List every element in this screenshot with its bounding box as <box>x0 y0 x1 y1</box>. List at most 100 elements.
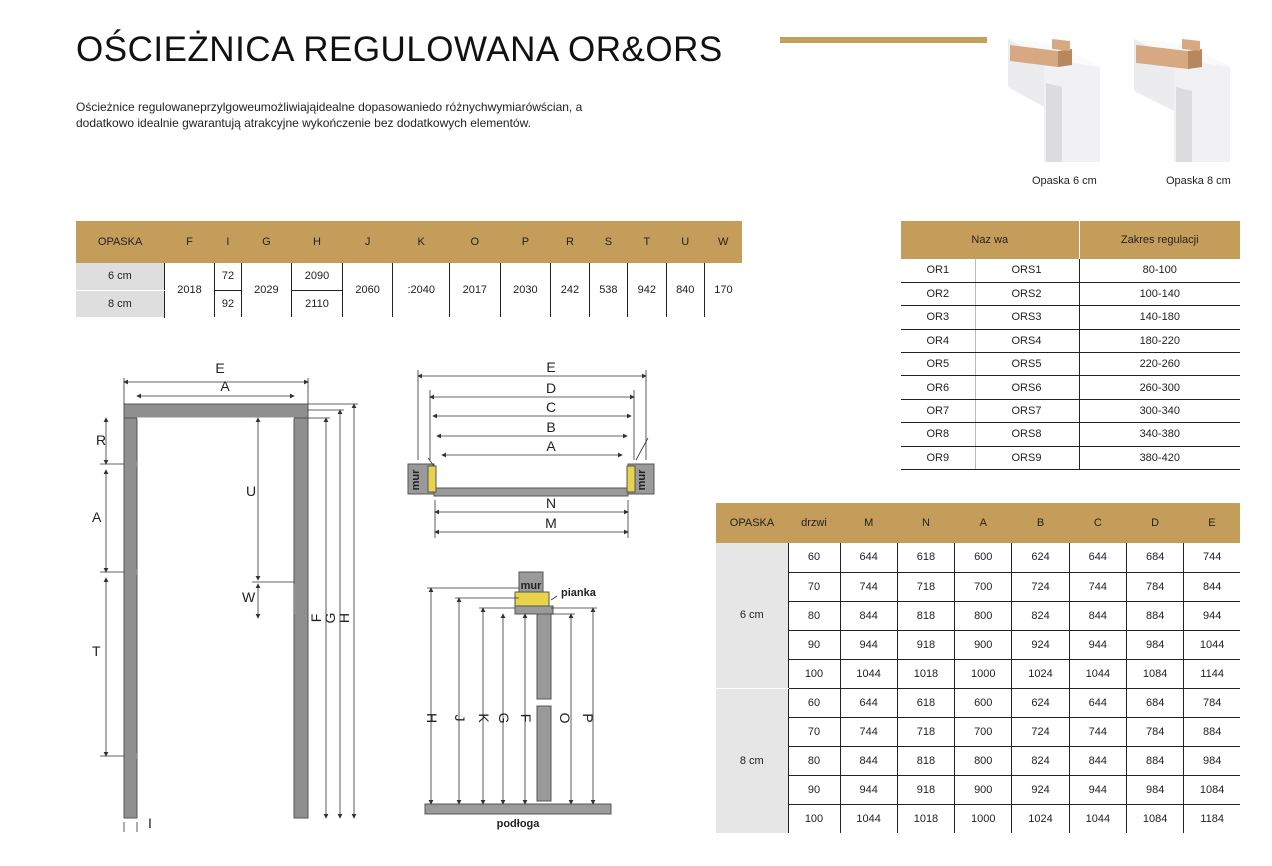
header-cell: O <box>449 221 501 263</box>
cell-or: OR8 <box>901 422 975 447</box>
cell-value: 900 <box>954 630 1012 660</box>
cell-value: 884 <box>1183 717 1240 747</box>
cell-H-8: 2110 <box>291 290 343 317</box>
cell-I-6: 72 <box>214 263 242 291</box>
cell-value: 884 <box>1125 601 1184 631</box>
cell-R: 242 <box>550 263 590 317</box>
cell-value: 618 <box>896 688 955 718</box>
cell-value: 744 <box>1183 543 1240 573</box>
cell-value: 618 <box>896 543 955 573</box>
cell-or: OR4 <box>901 329 975 354</box>
cell-value: 884 <box>1125 746 1184 776</box>
cell-value: 600 <box>954 688 1012 718</box>
cell-value: 924 <box>1011 630 1070 660</box>
cell-ors: ORS3 <box>974 305 1079 330</box>
description-line-2: dodatkowo idealnie gwarantują atrakcyjne… <box>76 116 531 130</box>
header-cell: OPASKA <box>76 221 165 263</box>
cell-ors: ORS9 <box>974 446 1079 471</box>
cell-value: 1000 <box>954 659 1012 689</box>
cell-value: 784 <box>1125 717 1184 747</box>
cell-value: 1184 <box>1183 804 1240 834</box>
header-cell: W <box>704 221 742 263</box>
label-I: I <box>148 815 152 831</box>
dimensions-table: OPASKA F I G H J K O P R S T U W 6 cm 20… <box>76 221 742 318</box>
cell-K: :2040 <box>392 263 450 317</box>
cell-ors: ORS6 <box>974 375 1079 400</box>
label-H: H <box>424 713 440 723</box>
cell-or: OR1 <box>901 259 975 283</box>
cell-value: 1044 <box>1183 630 1240 660</box>
cell-S: 538 <box>588 263 628 317</box>
label-podloga: podłoga <box>497 818 541 830</box>
cell-value: 824 <box>1011 746 1070 776</box>
label-A: A <box>220 378 230 394</box>
header-cell: F <box>164 221 215 263</box>
cell-value: 1044 <box>1068 804 1127 834</box>
header-cell: E <box>1183 503 1240 543</box>
header-cell: OPASKA <box>716 503 788 543</box>
cell-value: 944 <box>1068 775 1127 805</box>
label-R: R <box>96 432 106 448</box>
cell-value: 900 <box>954 775 1012 805</box>
row-label: 8 cm <box>76 290 165 318</box>
label-N: N <box>546 495 556 511</box>
cell-value: 984 <box>1183 746 1240 776</box>
cell-value: 918 <box>896 775 955 805</box>
cell-or: OR3 <box>901 305 975 330</box>
regulation-header-row: Naz wa Zakres regulacji <box>901 221 1240 259</box>
label-A-side: A <box>92 509 102 525</box>
cell-T: 942 <box>627 263 667 317</box>
cell-drzwi: 90 <box>787 775 840 805</box>
cell-value: 824 <box>1011 601 1070 631</box>
label-mur-right: mur <box>636 469 648 491</box>
header-cell: A <box>954 503 1012 543</box>
header-cell: G <box>241 221 292 263</box>
label-T: T <box>92 643 101 659</box>
cell-value: 1018 <box>896 659 955 689</box>
label-K: K <box>476 713 492 723</box>
cell-value: 744 <box>839 717 898 747</box>
cell-value: 944 <box>1068 630 1127 660</box>
header-cell: C <box>1069 503 1127 543</box>
cell-value: 924 <box>1011 775 1070 805</box>
page-title: OŚCIEŻNICA REGULOWANA OR&ORS <box>76 30 723 69</box>
cell-value: 1144 <box>1183 659 1240 689</box>
label-mur-left: mur <box>410 469 422 491</box>
label-E: E <box>546 360 555 375</box>
label-D: D <box>546 380 556 396</box>
label-B: B <box>546 419 555 435</box>
cell-value: 600 <box>954 543 1012 573</box>
header-cell: P <box>500 221 551 263</box>
cell-F: 2018 <box>163 263 215 317</box>
cell-range: 180-220 <box>1078 329 1240 354</box>
cell-value: 944 <box>839 775 898 805</box>
cell-value: 718 <box>896 717 955 747</box>
cell-value: 1044 <box>839 804 898 834</box>
header-cell: M <box>840 503 898 543</box>
dimensions-row-8cm: 8 cm 92 2110 <box>76 290 742 318</box>
opaska-group-label: 6 cm <box>716 543 788 689</box>
header-cell: drzwi <box>788 503 840 543</box>
cell-value: 1018 <box>896 804 955 834</box>
cell-drzwi: 80 <box>787 601 840 631</box>
side-section-diagram: H J K G F O P mur pianka podłoga <box>424 571 612 830</box>
cell-value: 818 <box>896 601 955 631</box>
cell-or: OR6 <box>901 375 975 400</box>
cell-range: 220-260 <box>1078 352 1240 377</box>
frame-6cm-thumbnail <box>1008 39 1100 162</box>
cell-drzwi: 80 <box>787 746 840 776</box>
cell-value: 644 <box>839 543 898 573</box>
cell-value: 984 <box>1125 630 1184 660</box>
cell-drzwi: 100 <box>787 659 840 689</box>
cell-value: 800 <box>954 746 1012 776</box>
